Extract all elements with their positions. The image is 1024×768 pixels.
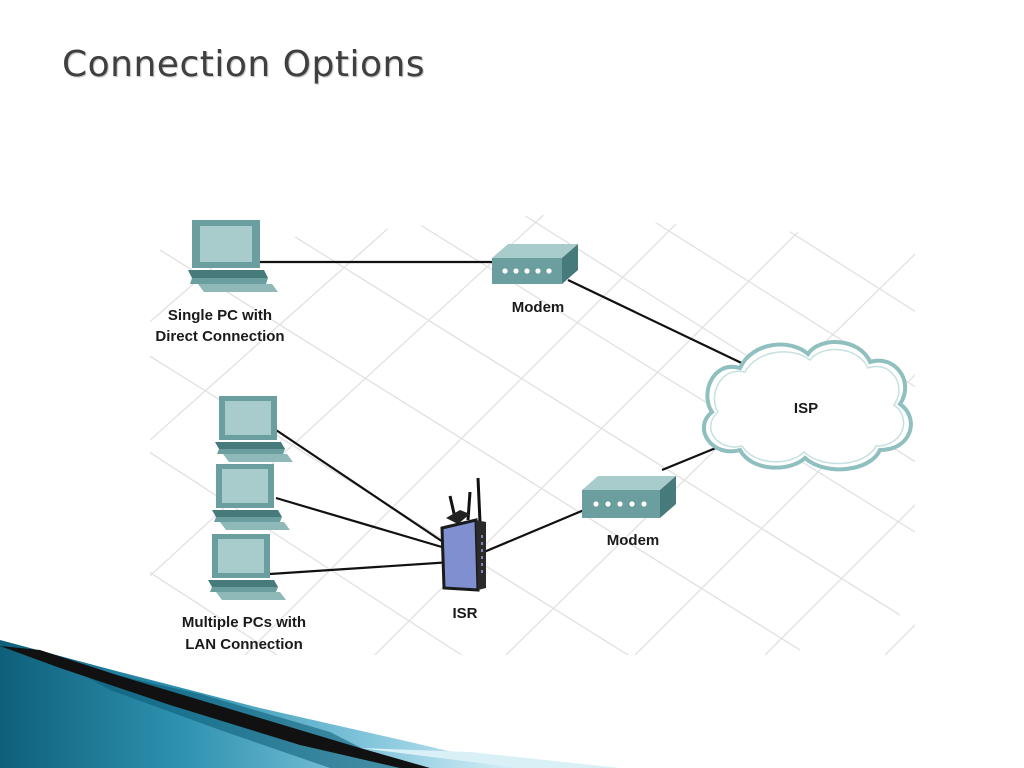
connection-links: [258, 260, 753, 576]
pc-lan-1-icon: [215, 396, 293, 462]
modem-bottom-icon: [582, 476, 676, 518]
diagram-labels: Single PC with Direct Connection Modem I…: [155, 299, 818, 653]
link-isr-to-modem-bottom: [483, 508, 585, 554]
pc-lan-3-icon: [208, 534, 286, 600]
label-isr: ISR: [452, 605, 477, 622]
modem-top-icon: [492, 244, 578, 284]
slide-title: Connection Options: [62, 44, 426, 85]
link-modem-top-to-isp: [567, 279, 753, 369]
label-single-pc-line1: Single PC with: [168, 307, 272, 324]
label-multiple-pcs-line1: Multiple PCs with: [182, 614, 306, 631]
pc-single-icon: [188, 220, 278, 292]
decorative-swoosh: [0, 640, 620, 768]
isr-router-icon: [440, 477, 486, 592]
link-pc2-to-isr: [275, 496, 453, 552]
label-modem-bottom: Modem: [607, 532, 660, 549]
grid-background: [150, 215, 915, 655]
label-multiple-pcs-line2: LAN Connection: [185, 636, 303, 653]
pc-lan-2-icon: [212, 464, 290, 530]
label-modem-top: Modem: [512, 299, 565, 316]
link-pc1-to-isr: [275, 429, 453, 549]
link-pc3-to-isr: [269, 560, 453, 576]
label-single-pc-line2: Direct Connection: [155, 328, 284, 345]
label-isp: ISP: [794, 400, 818, 417]
isp-cloud-icon: [701, 340, 913, 472]
